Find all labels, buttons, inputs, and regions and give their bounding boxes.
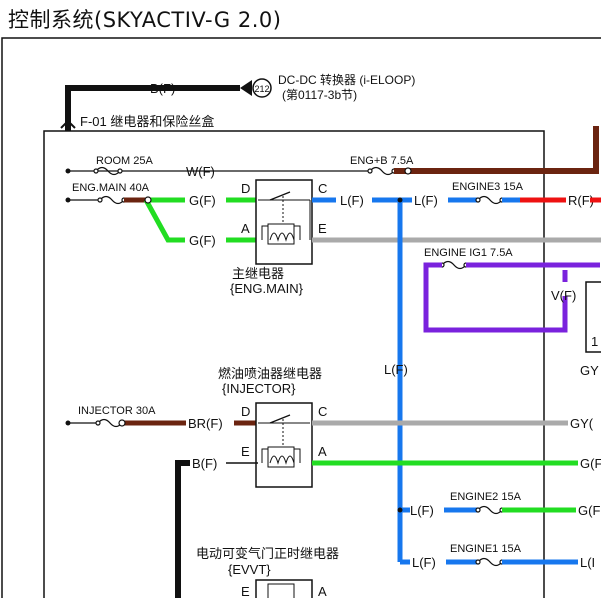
lf-mid-label: L(F) [384, 362, 408, 377]
wire-label: G(F [580, 456, 601, 471]
gf1-label: G(F) [189, 193, 216, 208]
injector-relay-code: {INJECTOR} [222, 381, 296, 396]
f01-label: F-01 继电器和保险丝盒 [80, 114, 214, 129]
wire-label: E [241, 444, 250, 459]
injector-relay [255, 402, 313, 488]
relay-box-frame [43, 130, 545, 598]
wire-label: L(F) [410, 503, 434, 518]
outer-frame [1, 37, 601, 598]
wire-label: B(F) [192, 456, 217, 471]
engine1-label: ENGINE1 15A [450, 543, 522, 555]
engine2-label: ENGINE2 15A [450, 491, 522, 503]
wire-label: A [318, 444, 327, 459]
wire-label: L(F) [340, 193, 364, 208]
wire-label: E [318, 221, 327, 236]
label-top-bf: B(F) [150, 81, 175, 96]
wire-label: E [241, 584, 250, 598]
wire-green-gf2 [143, 198, 258, 243]
arrow-dcdc [240, 80, 252, 96]
wire-label: L(F) [414, 193, 438, 208]
wire-label: GY( [570, 416, 594, 431]
wire-label: BR(F) [188, 416, 223, 431]
connector-212-label: 212 [254, 84, 269, 94]
right-component-box [585, 281, 601, 353]
chevron-up-icon [60, 119, 76, 129]
evvt-relay-name: 电动可变气门正时继电器 [196, 546, 339, 561]
wire-label: D [241, 181, 250, 196]
dcdc-label-1: DC-DC 转换器 (i-ELOOP) [278, 72, 415, 87]
connector-212 [252, 78, 272, 98]
wire-label: G(F [578, 503, 600, 518]
wire-label: C [318, 181, 327, 196]
engb-label: ENG+B 7.5A [350, 155, 414, 167]
main-relay-code: {ENG.MAIN} [230, 281, 304, 296]
wire-label: D [241, 404, 250, 419]
injector-fuse-label: INJECTOR 30A [78, 405, 156, 417]
wire-label: 1 [591, 334, 598, 349]
wire-top-bf [65, 85, 240, 131]
wire-black-bf2 [175, 460, 190, 598]
main-relay [255, 179, 313, 265]
wire-label: A [318, 584, 327, 598]
room-wf-label: W(F) [186, 164, 215, 179]
wire-purple [423, 262, 568, 333]
engine-ig1-label: ENGINE IG1 7.5A [424, 247, 513, 259]
engmain-label: ENG.MAIN 40A [72, 182, 150, 194]
wire-label: A [241, 221, 250, 236]
injector-relay-name: 燃油喷油器继电器 [218, 366, 322, 381]
dcdc-label-2: (第0117-3b节) [282, 88, 357, 102]
room-label: ROOM 25A [96, 155, 154, 167]
wire-brown-top [394, 126, 599, 174]
wire-label: GY [580, 363, 599, 378]
gf2-label: G(F) [189, 233, 216, 248]
wire-label: L(I [580, 555, 595, 570]
wire-label: L(F) [412, 555, 436, 570]
wire-label: C [318, 404, 327, 419]
main-relay-name: 主继电器 [232, 266, 284, 281]
wire-label: V(F) [551, 288, 576, 303]
page-title: 控制系统(SKYACTIV-G 2.0) [8, 8, 282, 32]
wire-label: R(F) [568, 193, 594, 208]
evvt-relay-code: {EVVT} [228, 562, 271, 577]
engine3-label: ENGINE3 15A [452, 181, 524, 193]
